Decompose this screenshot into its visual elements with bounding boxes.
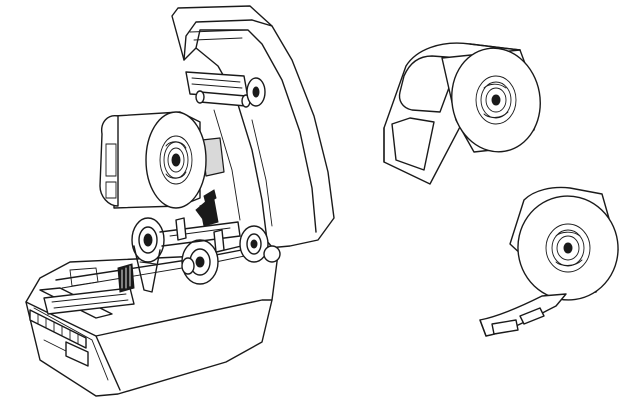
label-roll-icon: [479, 186, 619, 337]
open-label-printer-icon: [25, 5, 335, 397]
loaded-label-roll: [99, 111, 207, 209]
label-roll-icon: [383, 42, 541, 185]
printer-cover: [171, 5, 335, 249]
printer-base: [25, 239, 279, 397]
media-guide-assembly: [117, 199, 281, 293]
